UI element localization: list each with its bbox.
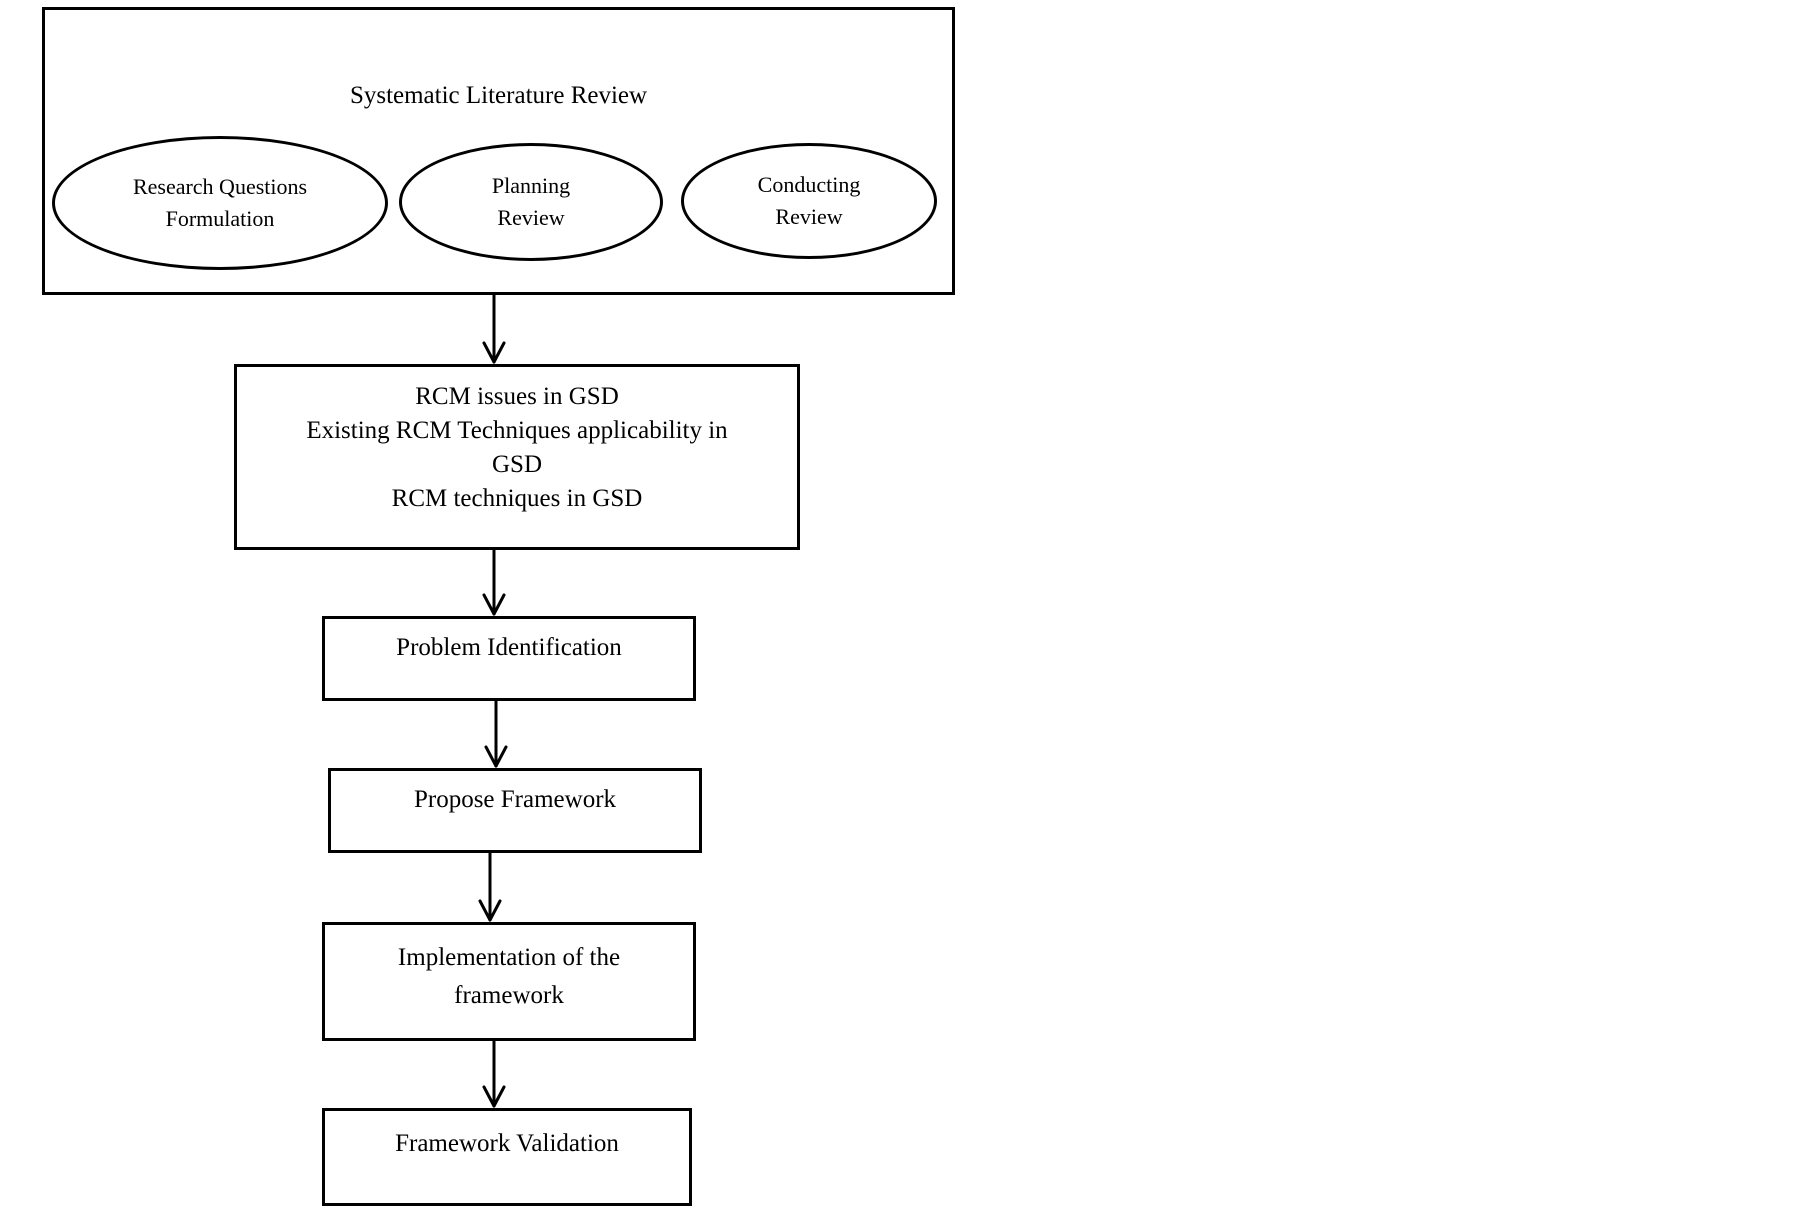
conducting-review-ellipse: Conducting Review bbox=[681, 143, 937, 259]
conducting-review-line2: Review bbox=[775, 204, 843, 229]
rcm-box-text: RCM issues in GSD Existing RCM Technique… bbox=[237, 380, 797, 516]
arrow-propose-to-implementation bbox=[478, 851, 502, 922]
planning-review-ellipse: Planning Review bbox=[399, 143, 663, 261]
research-questions-line1: Research Questions bbox=[132, 174, 308, 199]
problem-identification-label: Problem Identification bbox=[396, 634, 622, 661]
arrow-rcm-to-problem bbox=[482, 548, 506, 616]
rcm-line-3: GSD bbox=[491, 451, 542, 478]
rcm-box: RCM issues in GSD Existing RCM Technique… bbox=[234, 364, 800, 550]
slr-title: Systematic Literature Review bbox=[349, 82, 648, 109]
research-questions-line2: Formulation bbox=[165, 206, 275, 231]
rcm-line-4: RCM techniques in GSD bbox=[391, 485, 643, 512]
planning-review-line1: Planning bbox=[491, 173, 571, 198]
implementation-box: Implementation of the framework bbox=[322, 922, 696, 1041]
implementation-line2: framework bbox=[454, 982, 564, 1009]
research-questions-ellipse: Research Questions Formulation bbox=[52, 136, 388, 270]
arrow-problem-to-propose bbox=[484, 699, 508, 768]
framework-validation-box: Framework Validation bbox=[322, 1108, 692, 1206]
arrow-implementation-to-validation bbox=[482, 1039, 506, 1108]
problem-identification-box: Problem Identification bbox=[322, 616, 696, 701]
rcm-line-2: Existing RCM Techniques applicability in bbox=[306, 417, 728, 444]
planning-review-line2: Review bbox=[497, 205, 565, 230]
propose-framework-box: Propose Framework bbox=[328, 768, 702, 853]
implementation-line1: Implementation of the bbox=[397, 944, 621, 971]
rcm-line-1: RCM issues in GSD bbox=[415, 383, 619, 410]
framework-validation-label: Framework Validation bbox=[395, 1130, 619, 1157]
propose-framework-label: Propose Framework bbox=[413, 786, 617, 813]
implementation-label: Implementation of the framework bbox=[325, 939, 693, 1015]
conducting-review-line1: Conducting bbox=[757, 172, 861, 197]
arrow-slr-to-rcm bbox=[482, 293, 506, 364]
